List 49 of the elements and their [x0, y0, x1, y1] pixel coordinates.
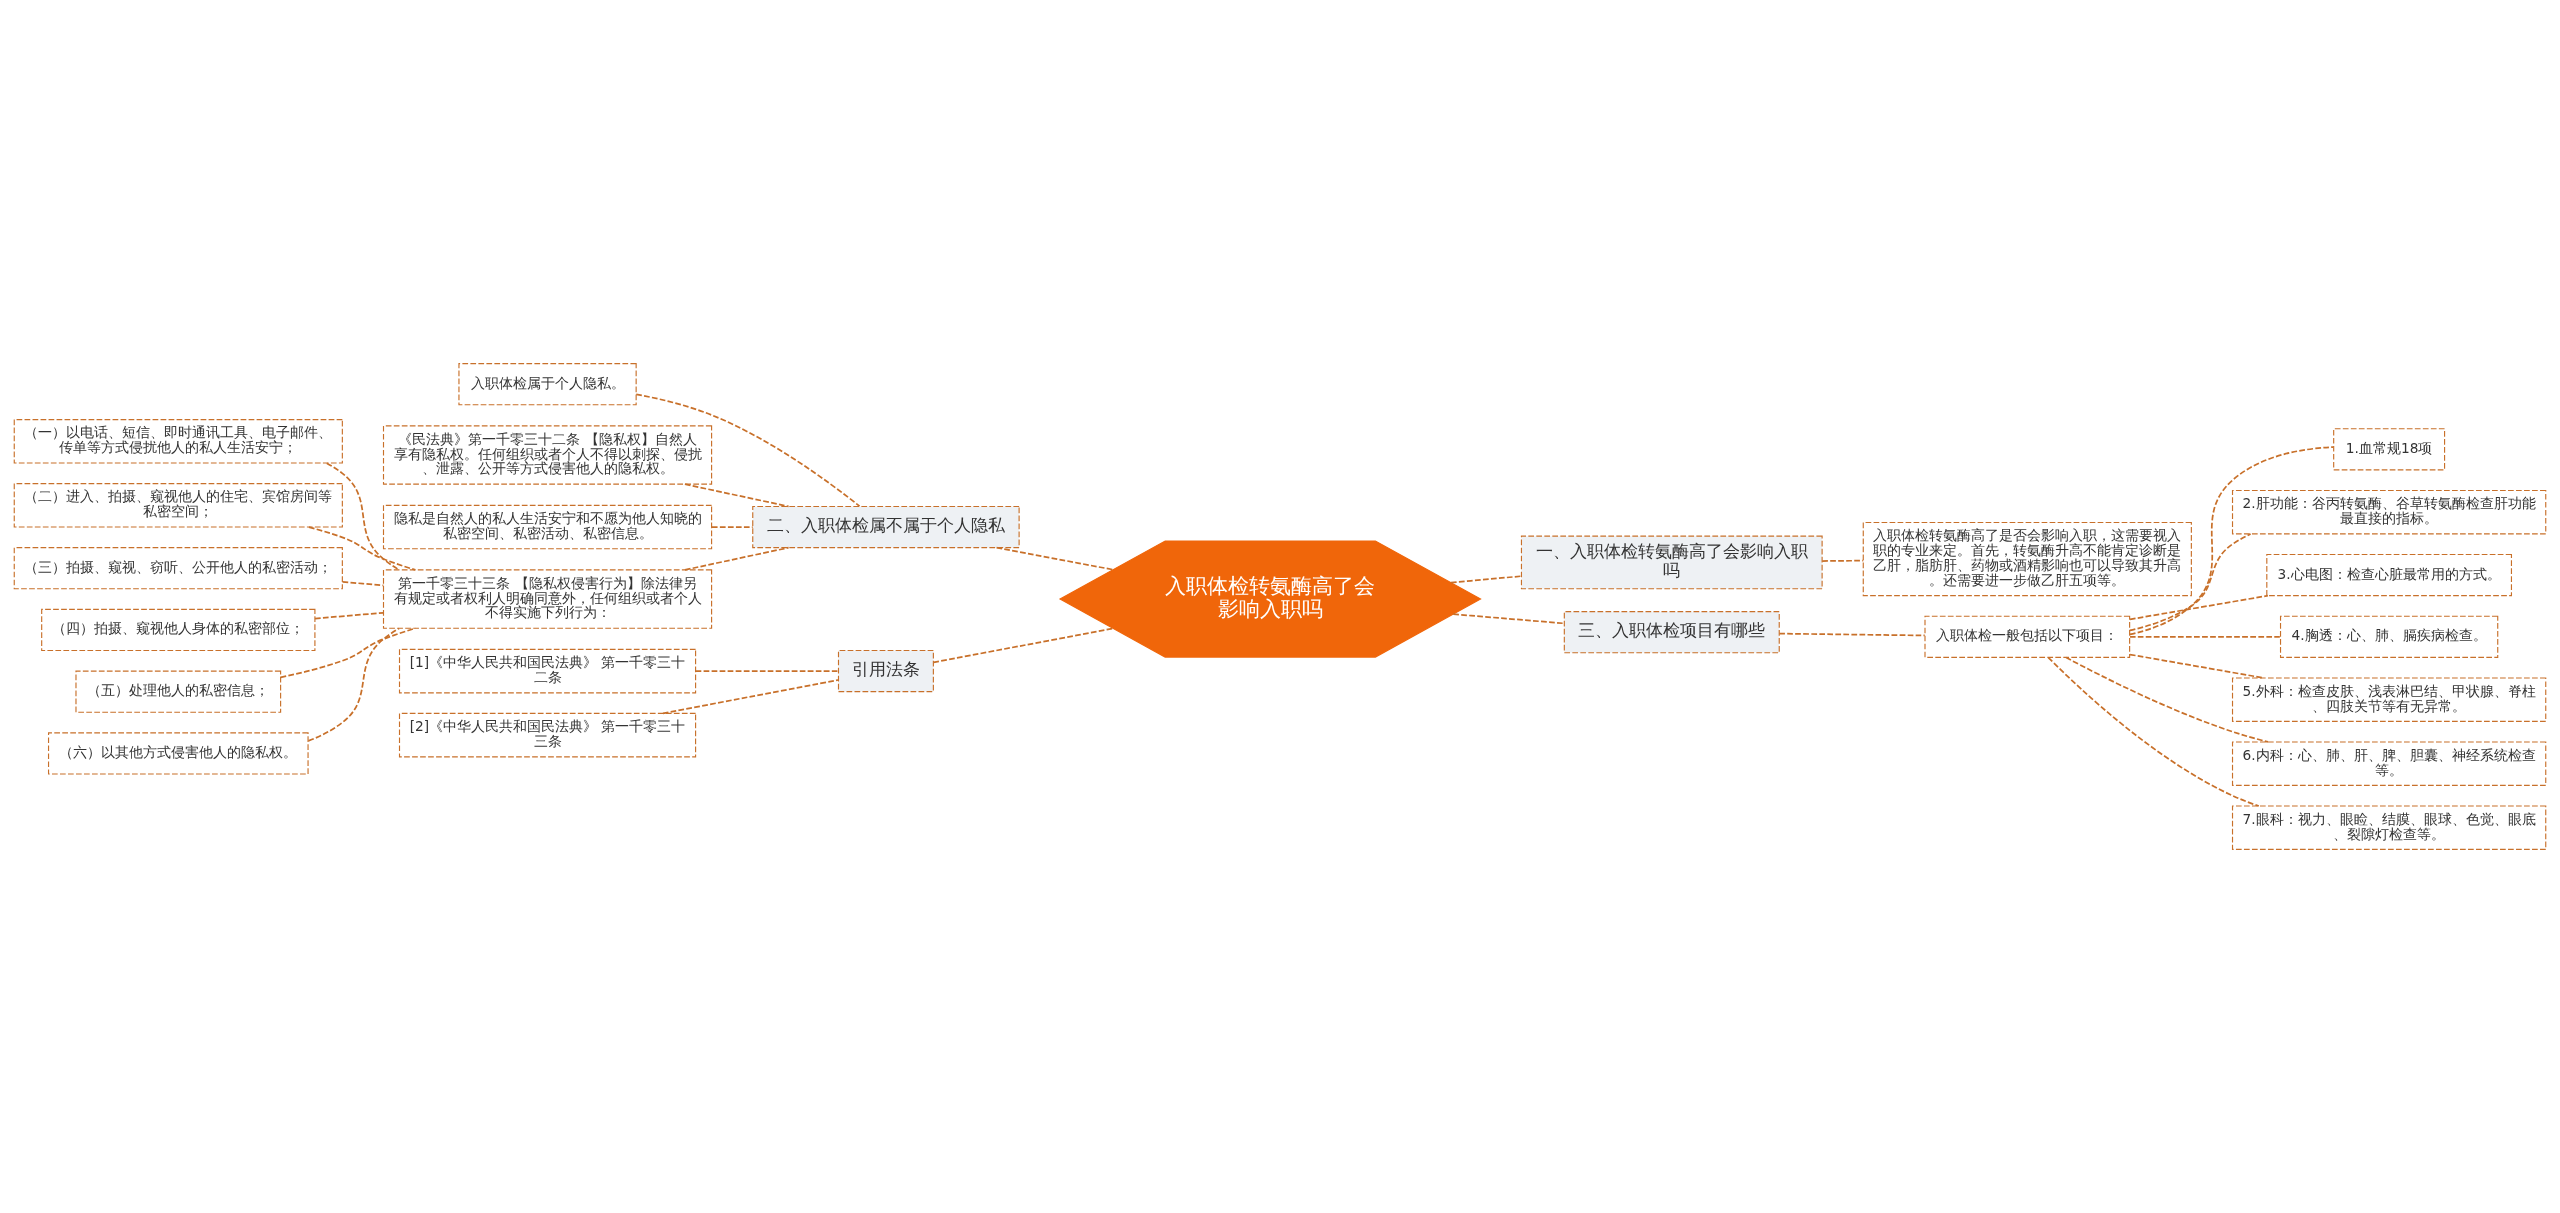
node-box: （五）处理他人的私密信息；: [75, 670, 282, 713]
node-box: （六）以其他方式侵害他人的隐私权。: [48, 732, 309, 775]
connector: [2128, 533, 2252, 632]
connector: [635, 393, 861, 508]
connector: [1452, 613, 1565, 625]
connector: [2129, 446, 2335, 636]
node-box: （三）拍摄、窥视、窃听、公开他人的私密活动；: [13, 547, 343, 590]
node-box: 入职体检属于个人隐私。: [458, 363, 637, 406]
connector: [2129, 653, 2265, 679]
node-box: 第一千零三十三条 【隐私权侵害行为】除法律另有规定或者权利人明确同意外，任何组织或者个人不得实施下列行为：: [382, 569, 713, 629]
connector: [932, 627, 1115, 664]
node-box: 三、入职体检项目有哪些: [1563, 611, 1780, 654]
connector: [684, 483, 790, 508]
node-box: 4.胸透：心、肺、膈疾病检查。: [2279, 615, 2499, 658]
node-box: （二）进入、拍摄、窥视他人的住宅、宾馆房间等私密空间；: [13, 483, 343, 528]
connector: [662, 679, 839, 715]
connector: [325, 462, 400, 571]
connector: [314, 611, 385, 620]
connector: [995, 546, 1114, 571]
node-box: 二、入职体检属不属于个人隐私: [752, 505, 1020, 549]
node-box: 入职体检一般包括以下项目：: [1924, 615, 2131, 658]
node-box: 3.心电图：检查心脏最常用的方式。: [2266, 553, 2512, 597]
connector: [2047, 656, 2260, 807]
connector: [341, 581, 385, 587]
connector: [2129, 594, 2269, 621]
node-box: 一、入职体检转氨酶高了会影响入职吗: [1520, 535, 1823, 590]
connector: [2129, 635, 2282, 638]
node-box: （四）拍摄、窥视他人身体的私密部位；: [41, 608, 316, 652]
node-box: 入职体检转氨酶高了是否会影响入职，这需要视入职的专业来定。首先，转氨酶升高不能肯定诊断是乙肝，脂肪肝、药物或酒精影响也可以导致其升高。还需要进一步做乙肝五项等。: [1862, 521, 2192, 597]
connector: [1450, 575, 1523, 584]
connector: [710, 526, 754, 528]
connector: [694, 670, 840, 672]
node-box: 7.眼科：视力、眼睑、结膜、眼球、色觉、眼底、裂隙灯检查等。: [2231, 805, 2547, 850]
node-box: 引用法条: [837, 649, 934, 693]
node-box: （一）以电话、短信、即时通讯工具、电子邮件、传单等方式侵扰他人的私人生活安宁；: [13, 419, 343, 464]
node-box: 《民法典》第一千零三十二条 【隐私权】自然人享有隐私权。任何组织或者个人不得以刺探、侵扰、泄露、公开等方式侵害他人的隐私权。: [382, 425, 713, 485]
node-box: 6.内科：心、肺、肝、脾、胆囊、神经系统检查等。: [2231, 741, 2547, 786]
node-box: 5.外科：检查皮肤、浅表淋巴结、甲状腺、脊柱、四肢关节等有无异常。: [2231, 677, 2547, 722]
connector: [1778, 632, 1926, 637]
connector: [308, 526, 417, 571]
connector: [307, 627, 400, 742]
node-box: [1]《中华人民共和国民法典》 第一千零三十二条: [398, 648, 697, 694]
connector: [2065, 656, 2269, 743]
node-box: 2.肝功能：谷丙转氨酶、谷草转氨酶检查肝功能最直接的指标。: [2231, 489, 2547, 535]
node-box: [2]《中华人民共和国民法典》 第一千零三十三条: [398, 712, 697, 758]
connector: [1821, 559, 1865, 562]
node-box: 1.血常规18项: [2333, 428, 2446, 471]
connector: [684, 546, 790, 571]
node-box: 隐私是自然人的私人生活安宁和不愿为他人知晓的私密空间、私密活动、私密信息。: [382, 504, 713, 550]
